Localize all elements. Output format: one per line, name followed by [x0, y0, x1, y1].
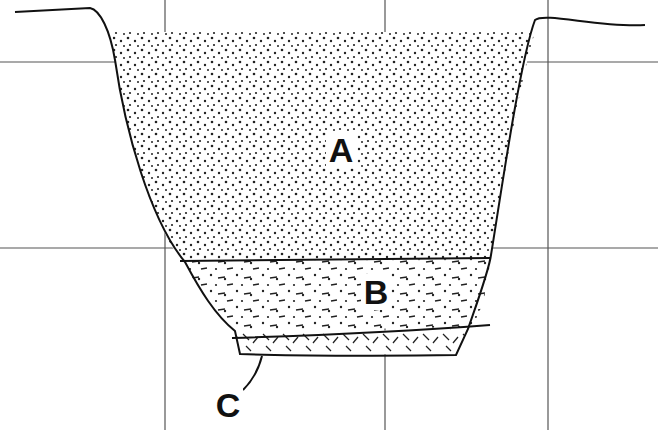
- layer-b-fill: [182, 259, 490, 331]
- layer-a-fill: [112, 32, 535, 261]
- layer-label: B: [361, 274, 392, 310]
- leader-line: [243, 356, 262, 390]
- layer-b-fill: [182, 259, 490, 331]
- layer-label: A: [326, 132, 357, 168]
- layer-a-fill: [112, 32, 535, 261]
- callout-label: C: [213, 387, 244, 423]
- trench-outline: [15, 8, 645, 356]
